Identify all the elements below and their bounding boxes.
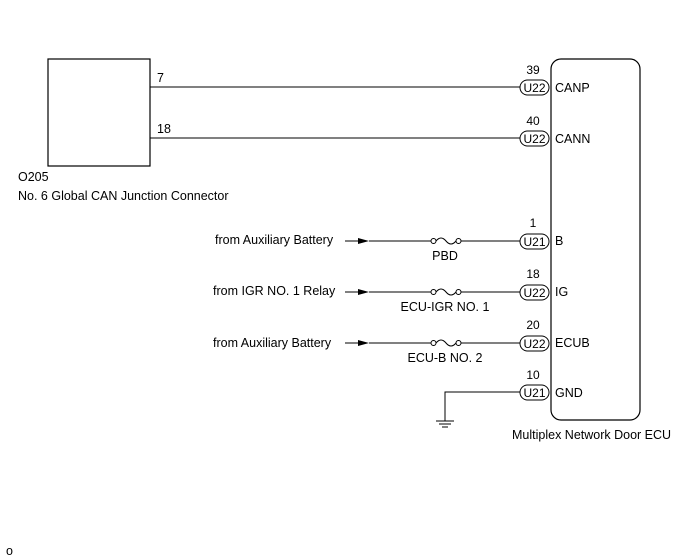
connector-capsule (519, 284, 550, 301)
signal-name: CANN (555, 132, 590, 146)
connector-capsule (519, 79, 550, 96)
terminal-gnd: 10 U21 GND (519, 368, 583, 401)
fuse-icon (435, 288, 457, 296)
junction-connector-name: No. 6 Global CAN Junction Connector (18, 189, 229, 203)
source-ig: from IGR NO. 1 Relay (213, 284, 336, 298)
signal-name: GND (555, 386, 583, 400)
junction-pin-canp: 7 (157, 71, 164, 85)
source-b: from Auxiliary Battery (215, 233, 334, 247)
fuse-label-pbd: PBD (432, 249, 458, 263)
terminal-ig: 18 U22 IG (519, 267, 568, 301)
fuse-icon (435, 237, 457, 245)
connector-capsule (519, 335, 550, 352)
terminal-cann: 40 U22 CANN (519, 114, 590, 147)
page-code: o (6, 544, 13, 558)
connector-code: U22 (523, 286, 545, 300)
pin-number: 10 (526, 368, 540, 382)
ig-circuit (345, 288, 520, 296)
junction-pin-cann: 18 (157, 122, 171, 136)
signal-name: B (555, 234, 563, 248)
fuse-label-ecu-b: ECU-B NO. 2 (407, 351, 482, 365)
ground-circuit (436, 391, 520, 428)
junction-connector-code: O205 (18, 170, 49, 184)
connector-code: U22 (523, 81, 545, 95)
connector-code: U22 (523, 132, 545, 146)
ecu-box (550, 58, 641, 421)
ecu-name: Multiplex Network Door ECU (512, 428, 671, 442)
junction-connector-box (47, 58, 151, 167)
connector-code: U22 (523, 337, 545, 351)
pin-number: 39 (526, 63, 540, 77)
pin-number: 18 (526, 267, 540, 281)
connector-capsule (519, 130, 550, 147)
pin-number: 40 (526, 114, 540, 128)
signal-name: ECUB (555, 336, 590, 350)
connector-capsule (519, 233, 550, 250)
terminal-canp: 39 U22 CANP (519, 63, 590, 96)
pin-number: 1 (530, 216, 537, 230)
signal-name: IG (555, 285, 568, 299)
signal-name: CANP (555, 81, 590, 95)
arrow-icon (358, 289, 369, 295)
b-circuit (345, 237, 520, 245)
connector-code: U21 (523, 386, 545, 400)
connector-code: U21 (523, 235, 545, 249)
fuse-label-ecu-igr: ECU-IGR NO. 1 (401, 300, 490, 314)
arrow-icon (358, 238, 369, 244)
pin-number: 20 (526, 318, 540, 332)
terminal-ecub: 20 U22 ECUB (519, 318, 590, 352)
terminal-b: 1 U21 B (519, 216, 563, 250)
fuse-icon (435, 339, 457, 347)
ecub-circuit (345, 339, 520, 347)
source-ecub: from Auxiliary Battery (213, 336, 332, 350)
arrow-icon (358, 340, 369, 346)
connector-capsule (519, 384, 550, 401)
